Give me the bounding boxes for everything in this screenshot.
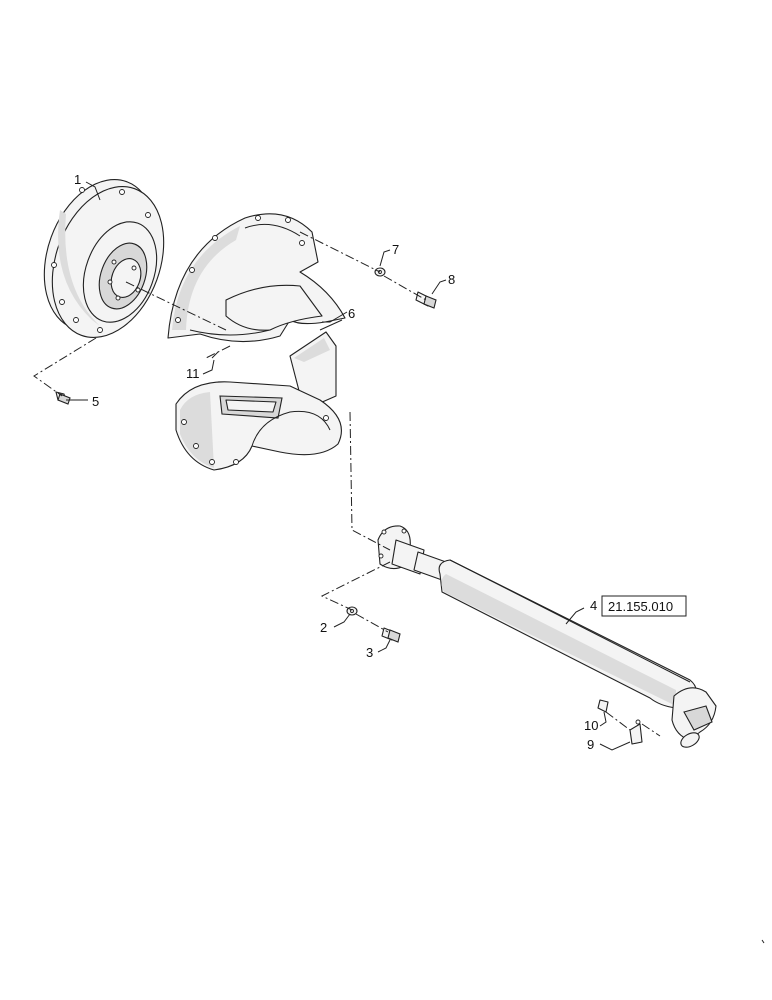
callout-10: 10 — [584, 718, 598, 733]
assembly-lines — [33, 231, 661, 737]
bolt-3-icon — [381, 627, 401, 643]
callout-5: 5 — [92, 394, 99, 409]
callout-labels: 1 6 7 8 5 11 2 3 4 10 9 — [74, 172, 598, 752]
housing-icon — [167, 213, 346, 471]
callout-6: 6 — [348, 306, 355, 321]
driveshaft-icon — [377, 525, 717, 748]
callout-7: 7 — [392, 242, 399, 257]
stray-mark — [761, 939, 765, 944]
callout-8: 8 — [448, 272, 455, 287]
bolt-10-icon — [597, 699, 609, 713]
pin-11-icon — [211, 351, 219, 359]
leader-lines — [66, 181, 631, 751]
callout-1: 1 — [74, 172, 81, 187]
flywheel-plate-icon — [43, 179, 165, 338]
reference-box[interactable]: 21.155.010 — [601, 595, 687, 617]
clip-9-icon — [629, 719, 643, 745]
bolt-5-icon — [55, 391, 71, 405]
callout-4: 4 — [590, 598, 597, 613]
reference-label[interactable]: 21.155.010 — [608, 599, 673, 614]
bolt-8-icon — [415, 291, 437, 309]
callout-3: 3 — [366, 645, 373, 660]
callout-2: 2 — [320, 620, 327, 635]
callout-11: 11 — [186, 366, 200, 381]
callout-9: 9 — [587, 737, 594, 752]
